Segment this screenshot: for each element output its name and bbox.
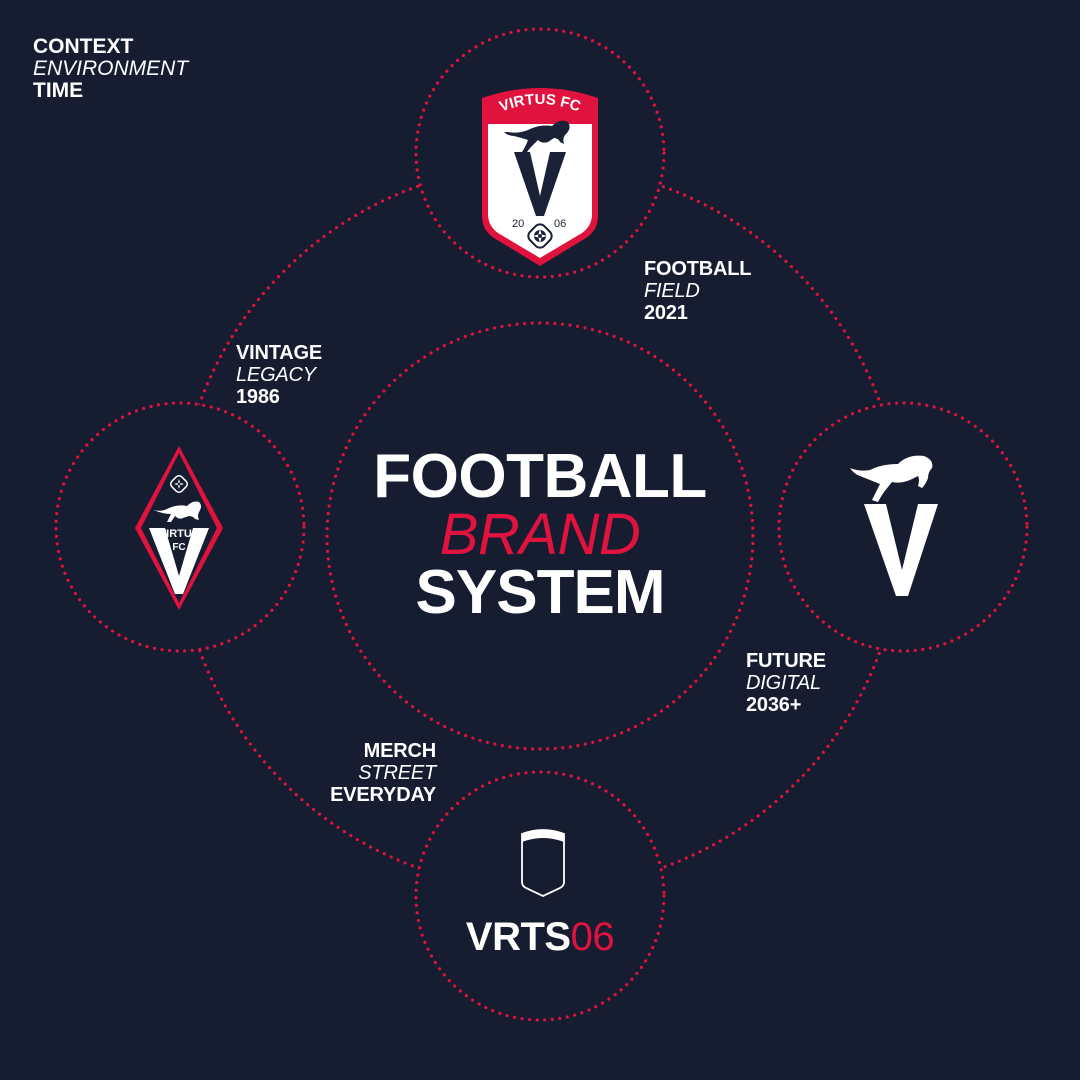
label-line-tertiary: EVERYDAY (330, 784, 436, 806)
label-line-year: 2021 (644, 302, 688, 324)
vrts06-wordmark: VRTS06 (440, 915, 640, 960)
compass-emblem-icon (527, 223, 553, 249)
virtus-fc-shield-crest: VIRTUS FC 20 06 (482, 88, 598, 266)
context-header: CONTEXT ENVIRONMENT TIME (33, 36, 188, 102)
environment-label: ENVIRONMENT (33, 57, 189, 80)
label-line-secondary: FIELD (644, 280, 700, 302)
blank-shield-icon (521, 829, 565, 897)
wordmark-accent: 06 (570, 915, 615, 959)
label-line-primary: FUTURE (746, 650, 826, 672)
center-title: FOOTBALL BRAND SYSTEM (340, 442, 740, 627)
virtus-vintage-diamond-crest: VIRTUS FC (135, 446, 223, 610)
virtus-digital-monogram (850, 455, 938, 596)
lion-icon (153, 501, 201, 522)
label-line-secondary: DIGITAL (746, 672, 821, 694)
lion-icon (504, 120, 570, 154)
label-line-year: 2036+ (746, 694, 802, 716)
crest-year-right: 06 (554, 218, 566, 230)
label-line-secondary: LEGACY (236, 364, 316, 386)
label-line-primary: MERCH (363, 740, 437, 762)
lion-icon (850, 455, 933, 502)
diamond-club-name: VIRTUS (159, 528, 199, 540)
label-line-primary: VINTAGE (236, 342, 323, 364)
wordmark-main: VRTS (465, 915, 571, 959)
context-label: CONTEXT (33, 35, 134, 58)
right-node-ring (777, 401, 1029, 653)
crest-year-left: 20 (512, 218, 524, 230)
diamond-club-suffix: FC (172, 542, 185, 553)
bottom-node-ring (414, 770, 666, 1022)
v-monogram-icon (514, 152, 566, 216)
v-monogram-icon (864, 504, 938, 596)
compass-emblem-icon (170, 475, 188, 493)
center-ring (325, 321, 755, 751)
label-merch-street: MERCH STREET EVERYDAY (296, 740, 436, 806)
label-line-secondary: STREET (358, 762, 436, 784)
label-vintage-legacy: VINTAGE LEGACY 1986 (236, 342, 322, 408)
title-system: SYSTEM (415, 558, 666, 627)
time-label: TIME (33, 79, 84, 102)
title-football: FOOTBALL (373, 442, 707, 511)
title-brand: BRAND (439, 502, 641, 567)
v-monogram-icon (149, 528, 209, 594)
label-football-field: FOOTBALL FIELD 2021 (644, 258, 751, 324)
label-line-year: 1986 (236, 386, 280, 408)
label-line-primary: FOOTBALL (644, 258, 752, 280)
label-future-digital: FUTURE DIGITAL 2036+ (746, 650, 826, 716)
